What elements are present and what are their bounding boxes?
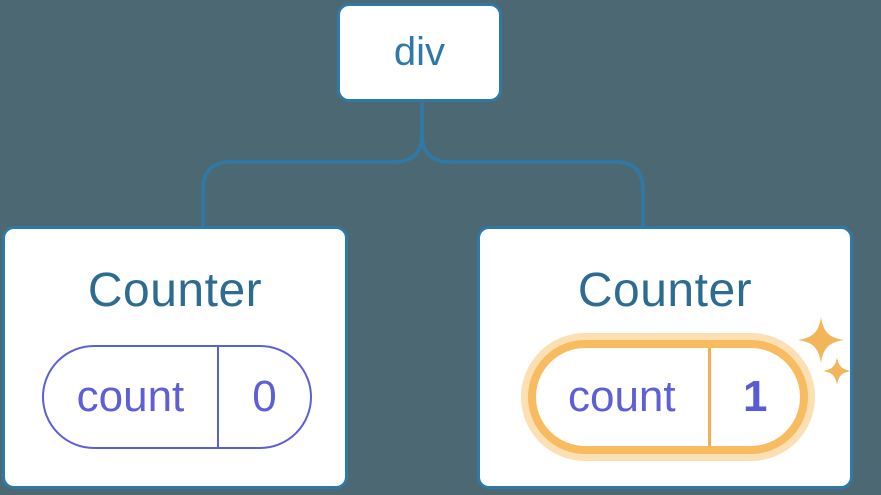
root-node-label: div xyxy=(393,30,446,74)
state-pill-highlighted: count 1 xyxy=(528,340,808,454)
component-title: Counter xyxy=(87,264,263,317)
state-pill: count 0 xyxy=(42,345,312,449)
state-value: 0 xyxy=(252,372,277,421)
component-title: Counter xyxy=(577,264,753,317)
counter-card-right: Counter count 1 xyxy=(477,226,853,489)
state-key: count xyxy=(536,348,711,446)
root-node-div: div xyxy=(337,3,502,102)
state-key: count xyxy=(44,347,219,447)
connector-left-branch xyxy=(201,103,424,227)
counter-card-left: Counter count 0 xyxy=(2,226,348,489)
state-value: 1 xyxy=(743,372,768,421)
connector-right-branch xyxy=(420,103,645,227)
